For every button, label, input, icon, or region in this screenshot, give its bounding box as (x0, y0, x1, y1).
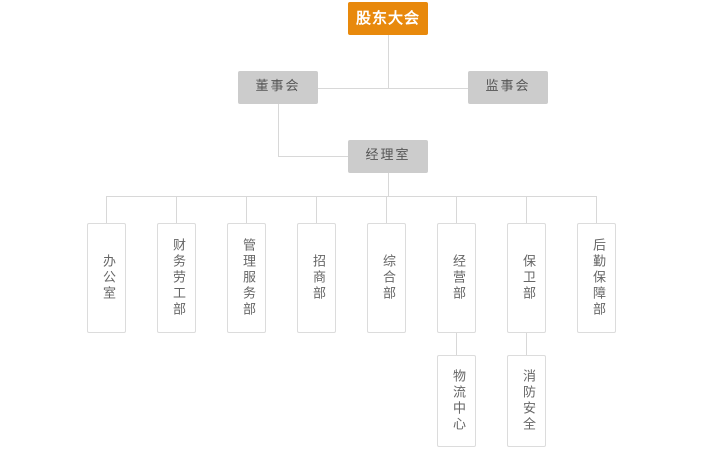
node-department-finance-labor[interactable]: 财务劳工部 (157, 223, 196, 333)
node-department-operations[interactable]: 经营部 (437, 223, 476, 333)
node-department-general[interactable]: 综合部 (367, 223, 406, 333)
connector-drop-sub-2 (526, 332, 527, 355)
connector-drop-dept-1 (106, 196, 107, 223)
connector-drop-dept-6 (456, 196, 457, 223)
node-department-security[interactable]: 保卫部 (507, 223, 546, 333)
connector-manager-down (388, 173, 389, 196)
node-department-management-service[interactable]: 管理服务部 (227, 223, 266, 333)
connector-drop-dept-5 (386, 196, 387, 223)
node-department-office[interactable]: 办公室 (87, 223, 126, 333)
node-subdepartment-fire-safety[interactable]: 消防安全 (507, 355, 546, 447)
node-board-of-supervisors[interactable]: 监事会 (468, 71, 548, 104)
node-board-of-directors[interactable]: 董事会 (238, 71, 318, 104)
connector-drop-dept-8 (596, 196, 597, 223)
node-department-logistics-support[interactable]: 后勤保障部 (577, 223, 616, 333)
connector-drop-dept-4 (316, 196, 317, 223)
node-subdepartment-logistics-center[interactable]: 物流中心 (437, 355, 476, 447)
connector-level1-bus (318, 88, 468, 89)
connector-department-bus (106, 196, 597, 197)
connector-board-to-manager (278, 156, 348, 157)
connector-board-down (278, 104, 279, 156)
connector-drop-dept-2 (176, 196, 177, 223)
connector-drop-dept-3 (246, 196, 247, 223)
connector-root-down (388, 35, 389, 88)
node-manager-office[interactable]: 经理室 (348, 140, 428, 173)
connector-drop-sub-1 (456, 332, 457, 355)
node-shareholders-meeting[interactable]: 股东大会 (348, 2, 428, 35)
node-department-investment[interactable]: 招商部 (297, 223, 336, 333)
connector-drop-dept-7 (526, 196, 527, 223)
